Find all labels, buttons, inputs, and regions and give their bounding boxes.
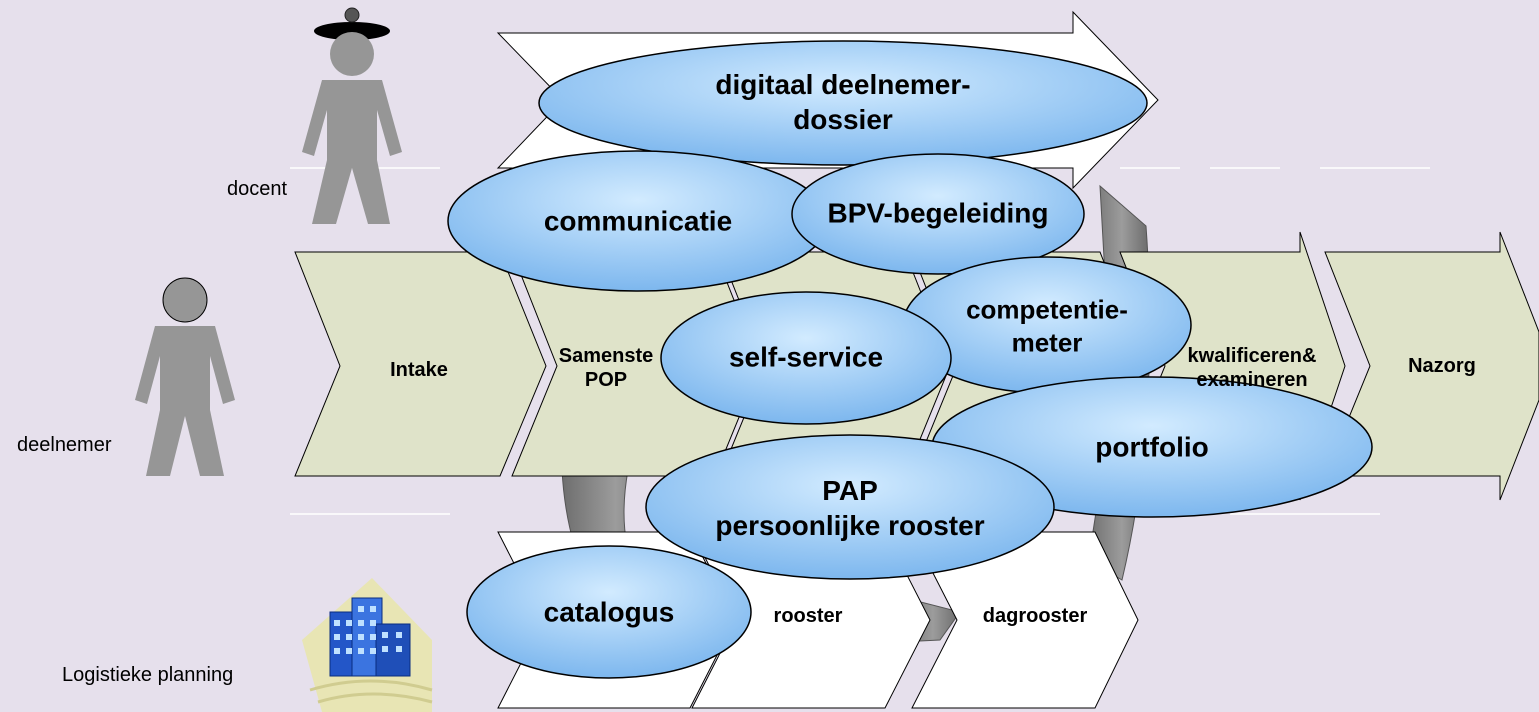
- bubble-catalogus: [466, 545, 752, 679]
- chevron-dagrooster: [911, 531, 1139, 709]
- chevron-nazorg-label: Nazorg: [1408, 355, 1476, 377]
- bubble-competentie-label: competentie- meter: [966, 294, 1128, 359]
- chevron-samenstellen-label: Samenste POP: [559, 344, 654, 392]
- chevron-dagrooster-label: dagrooster: [982, 605, 1088, 627]
- bubbles: [447, 40, 1373, 679]
- chevron-rooster-label: rooster: [773, 605, 843, 627]
- bubble-communicatie-label: communicatie: [543, 205, 733, 237]
- role-deelnemer-label: deelnemer: [17, 434, 112, 456]
- deelnemer-body: [135, 326, 235, 476]
- chevron-kwalificeren-label: kwalificeren& examineren: [1188, 344, 1317, 392]
- chevron-intake-label: Intake: [390, 359, 448, 381]
- bubble-dossier-line-2: dossier: [793, 104, 893, 135]
- bubble-selfservice-label: self-service: [728, 341, 884, 373]
- chevron-kwalificeren-line-2: examineren: [1196, 369, 1308, 391]
- docent-hat-brim: [314, 22, 390, 40]
- bubble-dossier: [538, 40, 1148, 166]
- docent-figure: [302, 7, 402, 224]
- deelnemer-figure: [135, 277, 235, 476]
- chevron-kwalificeren-line-1: kwalificeren&: [1187, 345, 1317, 367]
- bubble-bpv: [791, 153, 1085, 275]
- bubble-selfservice: [660, 291, 952, 425]
- docent-body: [302, 80, 402, 224]
- building-icon: [302, 578, 433, 712]
- bubble-dossier-line-1: digitaal deelnemer-: [715, 69, 971, 100]
- bubble-competentie-line-1: competentie-: [966, 294, 1128, 325]
- deelnemer-head: [162, 277, 208, 323]
- role-docent-label: docent: [227, 178, 288, 200]
- role-logistics-label: Logistieke planning: [62, 664, 234, 686]
- bubble-pap-line-2: persoonlijke rooster: [715, 510, 985, 541]
- bubble-competentie-line-2: meter: [1011, 327, 1083, 357]
- chevron-samenstellen-line-1: Samenste: [558, 345, 654, 367]
- bubble-pap-line-1: PAP: [822, 475, 878, 506]
- bubble-portfolio-label: portfolio: [1095, 431, 1209, 463]
- chevron-samenstellen-line-2: POP: [584, 369, 628, 391]
- bubble-bpv-label: BPV-begeleiding: [827, 197, 1049, 229]
- docent-hat-top: [344, 7, 360, 23]
- bubble-pap: [645, 434, 1055, 580]
- docent-head: [330, 32, 374, 76]
- bubble-pap-label: PAP persoonlijke rooster: [715, 473, 984, 543]
- bubble-catalogus-label: catalogus: [543, 596, 675, 628]
- bubble-dossier-label: digitaal deelnemer- dossier: [715, 67, 970, 137]
